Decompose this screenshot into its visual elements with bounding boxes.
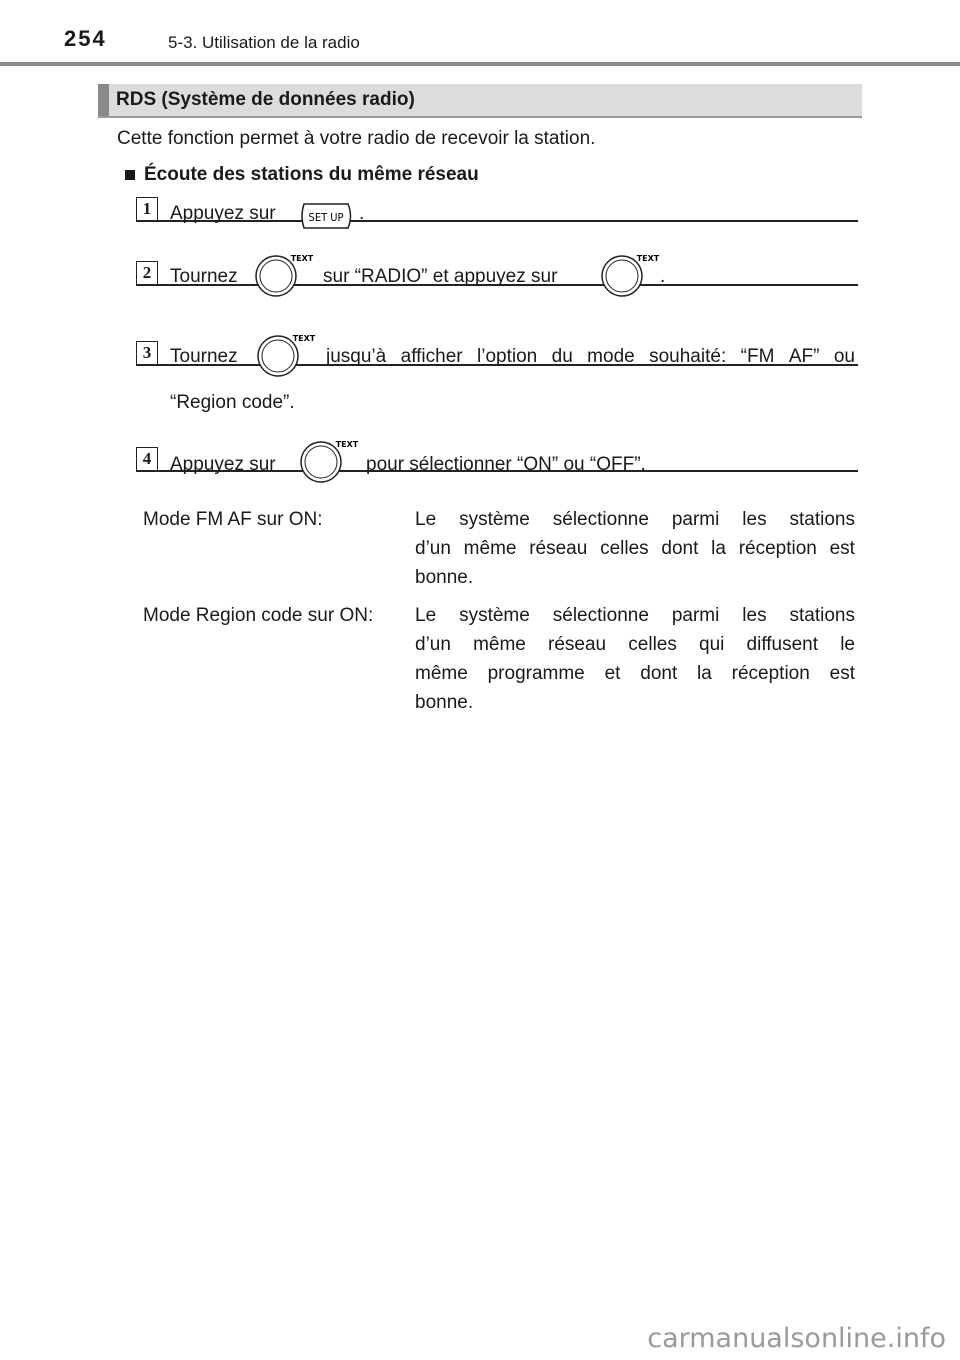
step-2-rule xyxy=(136,284,858,286)
mode-fm-af-desc-line1: Le système sélectionne parmi les station… xyxy=(415,509,855,530)
section-title: RDS (Système de données radio) xyxy=(116,89,415,110)
mode-region-code-desc-line1: Le système sélectionne parmi les station… xyxy=(415,605,855,626)
step-3-badge: 3 xyxy=(136,341,158,365)
step-2-badge: 2 xyxy=(136,261,158,285)
tune-knob-icon: TEXT xyxy=(257,334,316,377)
step-1-text: Appuyez sur xyxy=(170,203,276,224)
intro-text: Cette fonction permet à votre radio de r… xyxy=(117,128,596,149)
step-3-text-line1: jusqu’à afficher l’option du mode souhai… xyxy=(326,346,855,367)
step-4-badge: 4 xyxy=(136,447,158,471)
subsection-title: Écoute des stations du même réseau xyxy=(144,164,479,185)
svg-text:TEXT: TEXT xyxy=(293,334,316,343)
watermark: carmanualsonline.info xyxy=(647,1323,946,1354)
step-2-text-middle: sur “RADIO” et appuyez sur xyxy=(323,266,558,287)
step-1-rule xyxy=(136,220,858,222)
step-1-period: . xyxy=(359,203,365,224)
chapter-title: 5-3. Utilisation de la radio xyxy=(168,33,360,52)
step-3-text-line2: “Region code”. xyxy=(170,392,295,413)
square-bullet-icon xyxy=(125,170,135,180)
mode-fm-af-label: Mode FM AF sur ON: xyxy=(143,509,323,530)
section-title-underline xyxy=(98,116,862,118)
svg-text:SET UP: SET UP xyxy=(309,211,344,224)
step-2-text-start: Tournez xyxy=(170,266,238,287)
header-rule xyxy=(0,62,960,66)
mode-region-code-label: Mode Region code sur ON: xyxy=(143,605,374,626)
step-4-text-end: pour sélectionner “ON” ou “OFF”. xyxy=(366,454,646,475)
mode-fm-af-desc-line2: d’un même réseau celles dont la réceptio… xyxy=(415,538,855,559)
mode-region-code-desc-line4: bonne. xyxy=(415,692,474,713)
page-header: 254 5-3. Utilisation de la radio xyxy=(0,0,960,66)
step-1-badge: 1 xyxy=(136,197,158,221)
svg-text:TEXT: TEXT xyxy=(291,254,314,263)
step-3-text-start: Tournez xyxy=(170,346,238,367)
step-2-period: . xyxy=(660,266,666,287)
setup-button-icon: SET UP xyxy=(301,203,352,229)
step-4-text-start: Appuyez sur xyxy=(170,454,276,475)
section-title-bar xyxy=(98,84,862,118)
page-number: 254 xyxy=(64,26,107,51)
step-3-rule xyxy=(136,364,858,366)
step-4-rule xyxy=(136,470,858,472)
tune-knob-icon: TEXT xyxy=(601,254,660,297)
tune-knob-icon: TEXT xyxy=(255,254,314,297)
tune-knob-icon: TEXT xyxy=(300,440,359,483)
mode-region-code-desc-line3: même programme et dont la réception est xyxy=(415,663,855,684)
svg-text:TEXT: TEXT xyxy=(637,254,660,263)
mode-region-code-desc-line2: d’un même réseau celles qui diffusent le xyxy=(415,634,855,655)
mode-fm-af-desc-line3: bonne. xyxy=(415,567,474,588)
svg-text:TEXT: TEXT xyxy=(336,440,359,449)
